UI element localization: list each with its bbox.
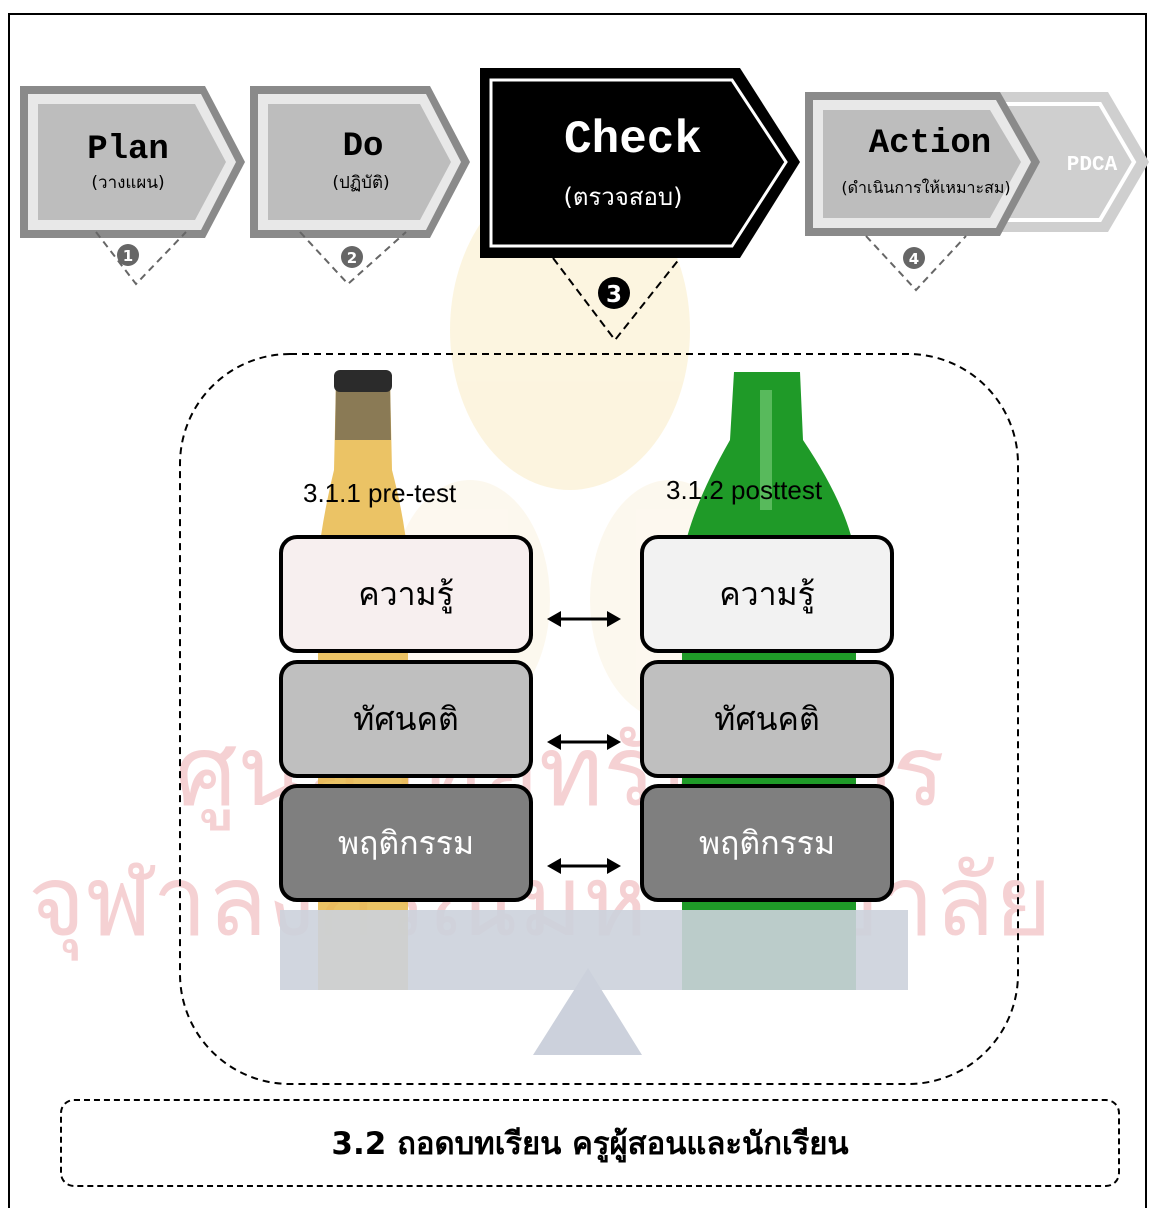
pre-behavior-box: พฤติกรรม <box>279 784 533 902</box>
step-do-subtitle: (ปฏิบัติ) <box>332 173 389 193</box>
compare-arrow-2 <box>547 734 621 750</box>
step-check-number: 3 <box>606 282 622 308</box>
pre-knowledge-box: ความรู้ <box>279 535 533 653</box>
seesaw-fulcrum <box>533 968 642 1055</box>
step-plan-subtitle: (วางแผน) <box>91 173 164 193</box>
step-action-title: Action <box>869 125 991 163</box>
lesson-learned-text: 3.2 ถอดบทเรียน ครูผู้สอนและนักเรียน <box>331 1126 849 1162</box>
compare-arrow-1 <box>547 611 621 627</box>
step-do-title: Do <box>343 128 384 166</box>
pdca-label: PDCA <box>1067 154 1118 177</box>
post-knowledge-box: ความรู้ <box>640 535 894 653</box>
pdca-steps: PDCA Plan (วางแผน) 1 Do (ปฏิบัติ) 2 Chec… <box>20 68 1149 342</box>
seesaw-board <box>280 910 908 990</box>
step-check: Check (ตรวจสอบ) 3 <box>480 68 800 342</box>
step-check-title: Check <box>564 114 702 166</box>
post-behavior-box: พฤติกรรม <box>640 784 894 902</box>
pre-attitude-box: ทัศนคติ <box>279 660 533 778</box>
pre-test-label: 3.1.1 pre-test <box>303 478 457 508</box>
step-do-number: 2 <box>347 249 357 267</box>
step-action-number: 4 <box>909 250 919 268</box>
page-frame <box>8 13 1147 1208</box>
check-panel-border <box>179 353 1019 1085</box>
step-plan-number: 1 <box>123 247 133 265</box>
step-plan: Plan (วางแผน) 1 <box>20 86 245 286</box>
step-check-subtitle: (ตรวจสอบ) <box>563 183 682 211</box>
step-action: Action (ดำเนินการให้เหมาะสม) 4 <box>805 92 1040 292</box>
step-do: Do (ปฏิบัติ) 2 <box>250 86 470 286</box>
lesson-learned-box: 3.2 ถอดบทเรียน ครูผู้สอนและนักเรียน <box>60 1099 1120 1187</box>
step-action-subtitle: (ดำเนินการให้เหมาะสม) <box>841 178 1010 197</box>
compare-arrow-3 <box>547 858 621 874</box>
post-attitude-box: ทัศนคติ <box>640 660 894 778</box>
post-test-label: 3.1.2 posttest <box>666 475 823 505</box>
step-plan-title: Plan <box>87 131 169 169</box>
